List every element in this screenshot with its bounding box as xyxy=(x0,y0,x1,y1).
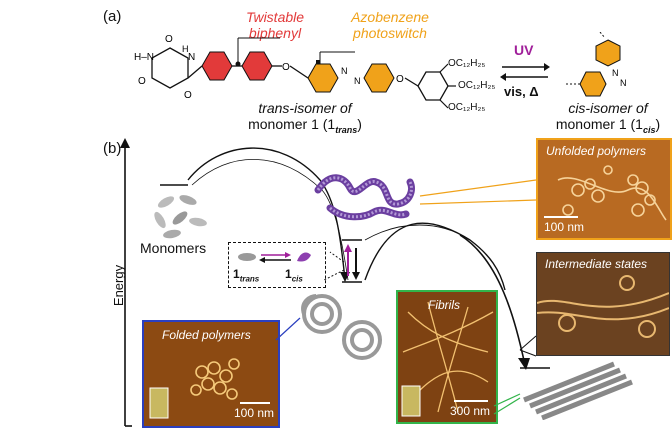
intermediate-afm-texture xyxy=(537,253,669,355)
equilibrium-arrows xyxy=(500,63,550,81)
svg-text:O: O xyxy=(184,90,192,101)
azo-ring-1 xyxy=(307,63,339,93)
cis-structure: N N xyxy=(566,32,627,97)
svg-text:N: N xyxy=(341,66,348,76)
cis-caption-line1: cis-isomer of xyxy=(568,100,648,116)
monomer-structure: O H N H–N O O O N N O xyxy=(134,34,456,109)
fibrils-scalebar xyxy=(454,400,488,402)
barbiturate-ring xyxy=(151,47,189,89)
svg-text:N: N xyxy=(188,52,195,63)
unfolded-scalebar xyxy=(544,216,578,218)
fibrils-title: Fibrils xyxy=(428,298,460,312)
biphenyl-ring-2 xyxy=(241,51,273,81)
folded-title: Folded polymers xyxy=(162,328,251,342)
unfolded-scale: 100 nm xyxy=(544,220,585,234)
inset-icons xyxy=(238,252,311,263)
unfolded-polymers-image: Unfolded polymers 100 nm xyxy=(536,138,672,240)
inset-trans-label: 1trans xyxy=(233,267,259,283)
cis-caption-text: monomer 1 (1 xyxy=(555,116,643,132)
inset-cis-text: 1 xyxy=(285,267,292,281)
svg-text:H–N: H–N xyxy=(134,52,154,63)
folded-polymers-image: Folded polymers 100 nm xyxy=(142,320,280,428)
fibril-vial-photo xyxy=(401,385,421,417)
unfolded-title: Unfolded polymers xyxy=(546,144,647,158)
svg-text:N: N xyxy=(354,76,361,86)
folding-path xyxy=(187,147,346,281)
intermediate-states-image: Intermediate states xyxy=(536,252,670,356)
fibrils-scale: 300 nm xyxy=(450,404,491,418)
inset-cis-sub: cis xyxy=(291,274,303,284)
monomers-label: Monomers xyxy=(140,240,207,256)
vial-photo xyxy=(149,387,169,419)
monomer-icons xyxy=(154,195,207,239)
isomer-inset: 1trans 1cis xyxy=(228,242,326,288)
trans-caption-text: monomer 1 (1 xyxy=(248,116,336,132)
azo-ring-2 xyxy=(363,63,395,93)
cis-caption-line2: monomer 1 (1cis) xyxy=(555,116,661,135)
trans-caption-line2: monomer 1 (1trans) xyxy=(248,116,362,135)
fibril-bundle-illustration xyxy=(523,361,633,420)
uv-label: UV xyxy=(514,42,534,58)
biphenyl-ring-1 xyxy=(201,51,233,81)
fibrils-image: Fibrils 300 nm xyxy=(396,290,498,424)
substituent-1: OC₁₂H₂₅ xyxy=(448,58,486,69)
azobenzene-label-line2: photoswitch xyxy=(353,25,427,41)
svg-text:O: O xyxy=(165,34,173,45)
panel-a-label: (a) xyxy=(103,8,122,25)
folded-afm-texture xyxy=(144,322,278,426)
svg-text:O: O xyxy=(396,74,404,85)
unfolded-afm-texture xyxy=(538,140,670,238)
folded-scale: 100 nm xyxy=(234,406,275,420)
svg-text:O: O xyxy=(138,76,146,87)
cis-caption: cis-isomer of monomer 1 (1cis) xyxy=(548,100,668,138)
cis-sub: cis xyxy=(642,124,656,135)
svg-text:H: H xyxy=(182,44,189,54)
biphenyl-label: Twistable biphenyl xyxy=(225,9,325,41)
inset-trans-text: 1 xyxy=(233,267,240,281)
unfolded-polymer-illustration xyxy=(314,174,415,221)
folded-polymer-illustration xyxy=(301,294,382,360)
svg-text:N: N xyxy=(620,78,627,88)
vis-label: vis, Δ xyxy=(504,84,539,99)
folded-scalebar xyxy=(240,402,270,404)
trans-caption-line1: trans-isomer of xyxy=(258,100,352,116)
biphenyl-label-line1: Twistable xyxy=(245,9,305,25)
svg-text:O: O xyxy=(282,62,290,73)
azobenzene-label: Azobenzene photoswitch xyxy=(335,9,445,41)
fibril-path-2 xyxy=(364,224,471,241)
energy-axis xyxy=(120,138,132,427)
panel-b-label: (b) xyxy=(103,140,122,157)
trans-sub: trans xyxy=(335,124,358,135)
substituent-3: OC₁₂H₂₅ xyxy=(448,102,486,113)
substituent-2: OC₁₂H₂₅ xyxy=(458,80,496,91)
inset-trans-sub: trans xyxy=(239,274,260,284)
trans-caption: trans-isomer of monomer 1 (1trans) xyxy=(240,100,370,138)
intermediate-title: Intermediate states xyxy=(545,257,648,271)
inset-cis-label: 1cis xyxy=(285,267,303,283)
azobenzene-label-line1: Azobenzene xyxy=(351,9,429,25)
biphenyl-label-line2: biphenyl xyxy=(248,25,302,41)
svg-text:N: N xyxy=(612,68,619,78)
